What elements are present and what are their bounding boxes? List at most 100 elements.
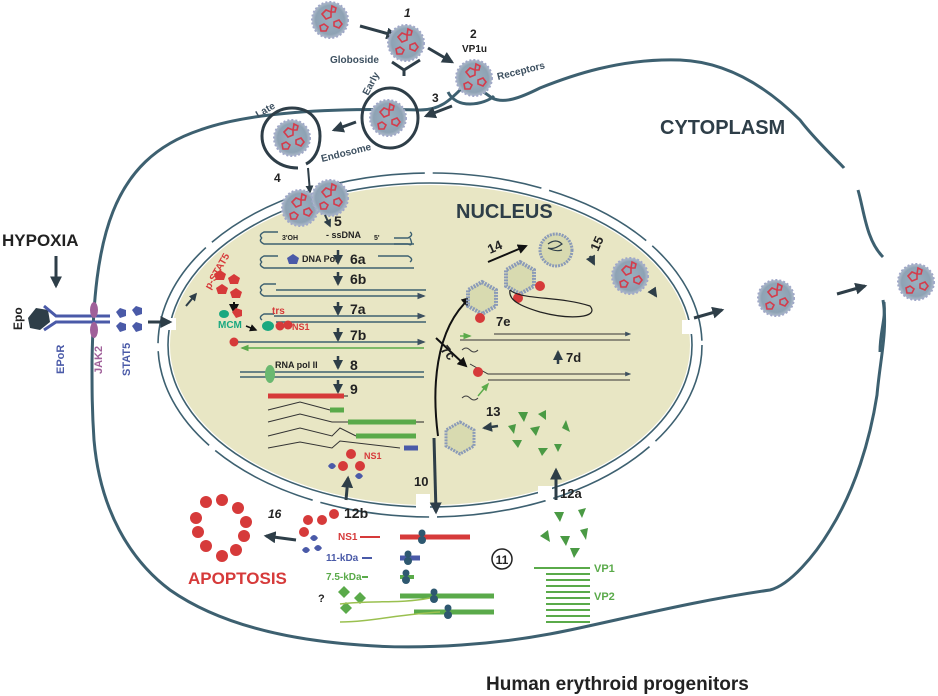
unknown-protein-icon [338,586,366,614]
vp-trimers-cytoplasm [540,508,588,558]
vp2-label: VP2 [594,591,615,603]
step-12b-label: 12b [344,505,368,521]
three-oh-label: 3'OH [282,235,298,242]
step-7e-label: 7e [496,314,510,329]
rna-pol-ii-icon [265,365,275,383]
dna-strand-6b [259,283,426,296]
step-12a-label: 12a [560,486,582,501]
epor-receptor-icon [43,304,110,332]
arrow-7c [435,337,468,368]
arrow-nuclear-entry [305,167,314,194]
ns1-nuclear-3 [355,461,365,471]
transcript-vp2 [267,427,357,437]
virion-released [897,263,935,301]
nuclear-pore-bottom-10 [416,494,430,508]
epor-label: EPoR [55,345,67,374]
rna-pol-label: RNA pol II [275,360,318,370]
ssdna-strand [259,231,414,245]
step-6b-label: 6b [350,271,366,287]
epo-icon [28,308,50,330]
empty-capsid [444,420,476,456]
7-5kda-label: 7.5-kDa [326,572,362,583]
arrow-egress-1 [693,306,725,320]
ns1-packaging-2 [513,293,523,303]
nuclear-pore-right [682,320,696,334]
step-11-circle [491,548,513,570]
trs-label: trs [272,306,285,317]
arrow-14 [487,244,528,263]
virion-receptor-bound [455,59,493,97]
ns1-protein-label: NS1 [338,532,358,543]
step-2-label: 2 [470,27,477,41]
step-8-label: 8 [350,357,358,373]
transcript-11kda [267,440,401,449]
jak2-label: JAK2 [93,346,105,374]
step-7a-label: 7a [350,301,366,317]
arrow-mcm-trs [245,324,258,332]
cell-membrane-right-upper [856,189,885,259]
11kda-label: 11-kDa [326,553,359,564]
mcm-complex-icon [262,321,274,331]
step-7d-label: 7d [566,350,581,365]
hairpin-lower [461,395,479,401]
arrow-pstat5 [185,292,198,307]
step-4-label: 4 [274,171,281,185]
fork-upper [469,363,632,377]
five-prime-label: 5' [374,235,380,242]
epo-label: Epo [11,307,25,330]
mature-virion-nucleus [611,257,649,295]
transcript-7-5kda [267,401,331,411]
step-16-label: 16 [268,507,282,521]
cell-membrane-right-segment [878,301,886,353]
pstat5-icon [214,270,242,298]
arrow-nuclear-exit [647,286,658,298]
ns1-nuclear-2 [338,461,348,471]
vp2-bars [546,573,590,623]
transcript-vp1 [267,413,348,423]
ns1-fork-icon [473,367,483,377]
dna-strand-6a [259,255,414,269]
membrane-receptor-pit [446,91,496,106]
dna-pol-icon [287,254,299,264]
late-endosome [260,106,322,170]
late-label: Late [254,101,278,121]
receptors-label: Receptors [496,60,547,83]
11kda-nuclear-1 [328,463,336,469]
packaging-dna-loop [509,289,593,318]
early-label: Early [361,70,382,97]
arrow-13 [482,421,499,432]
cytoplasm-label: CYTOPLASM [660,117,785,139]
arrow-15 [585,254,596,266]
nuclear-envelope-outer [157,172,703,518]
arrow-7c-to-capsid [434,296,472,437]
stat5-icon [116,306,142,332]
step-10-label: 10 [414,474,428,489]
jak2-icon-bottom [90,322,98,338]
step-5-label: 5 [334,213,342,229]
nucleus-label: NUCLEUS [456,201,553,223]
step-3-label: 3 [432,91,439,105]
step-13-label: 13 [486,404,500,419]
step-15-label: 15 [587,234,607,253]
step-9-label: 9 [350,381,358,397]
globoside-label: Globoside [330,55,379,66]
hairpin-upper [461,347,479,353]
ns1-protein-icon [275,321,285,331]
ssdna-hairpin-right [394,231,413,246]
arrow-12b [341,475,354,501]
vp1-label: VP1 [594,563,615,575]
ns1-nuclear-label: NS1 [364,451,382,461]
virion-cytoplasm [757,279,795,317]
arrow-step-5 [323,214,331,228]
step-1-label: 1 [404,6,411,20]
step-6a-label: 6a [350,251,366,267]
early-endosome [360,86,420,150]
stat5-label: STAT5 [121,343,133,376]
nuclear-pore-bottom-12a [538,486,552,500]
arrow-16 [263,531,297,544]
diagram-title: Human erythroid progenitors [486,674,749,695]
hypoxia-label: HYPOXIA [2,231,79,250]
virion-free [311,1,349,39]
ns1-packaging-3 [535,281,545,291]
